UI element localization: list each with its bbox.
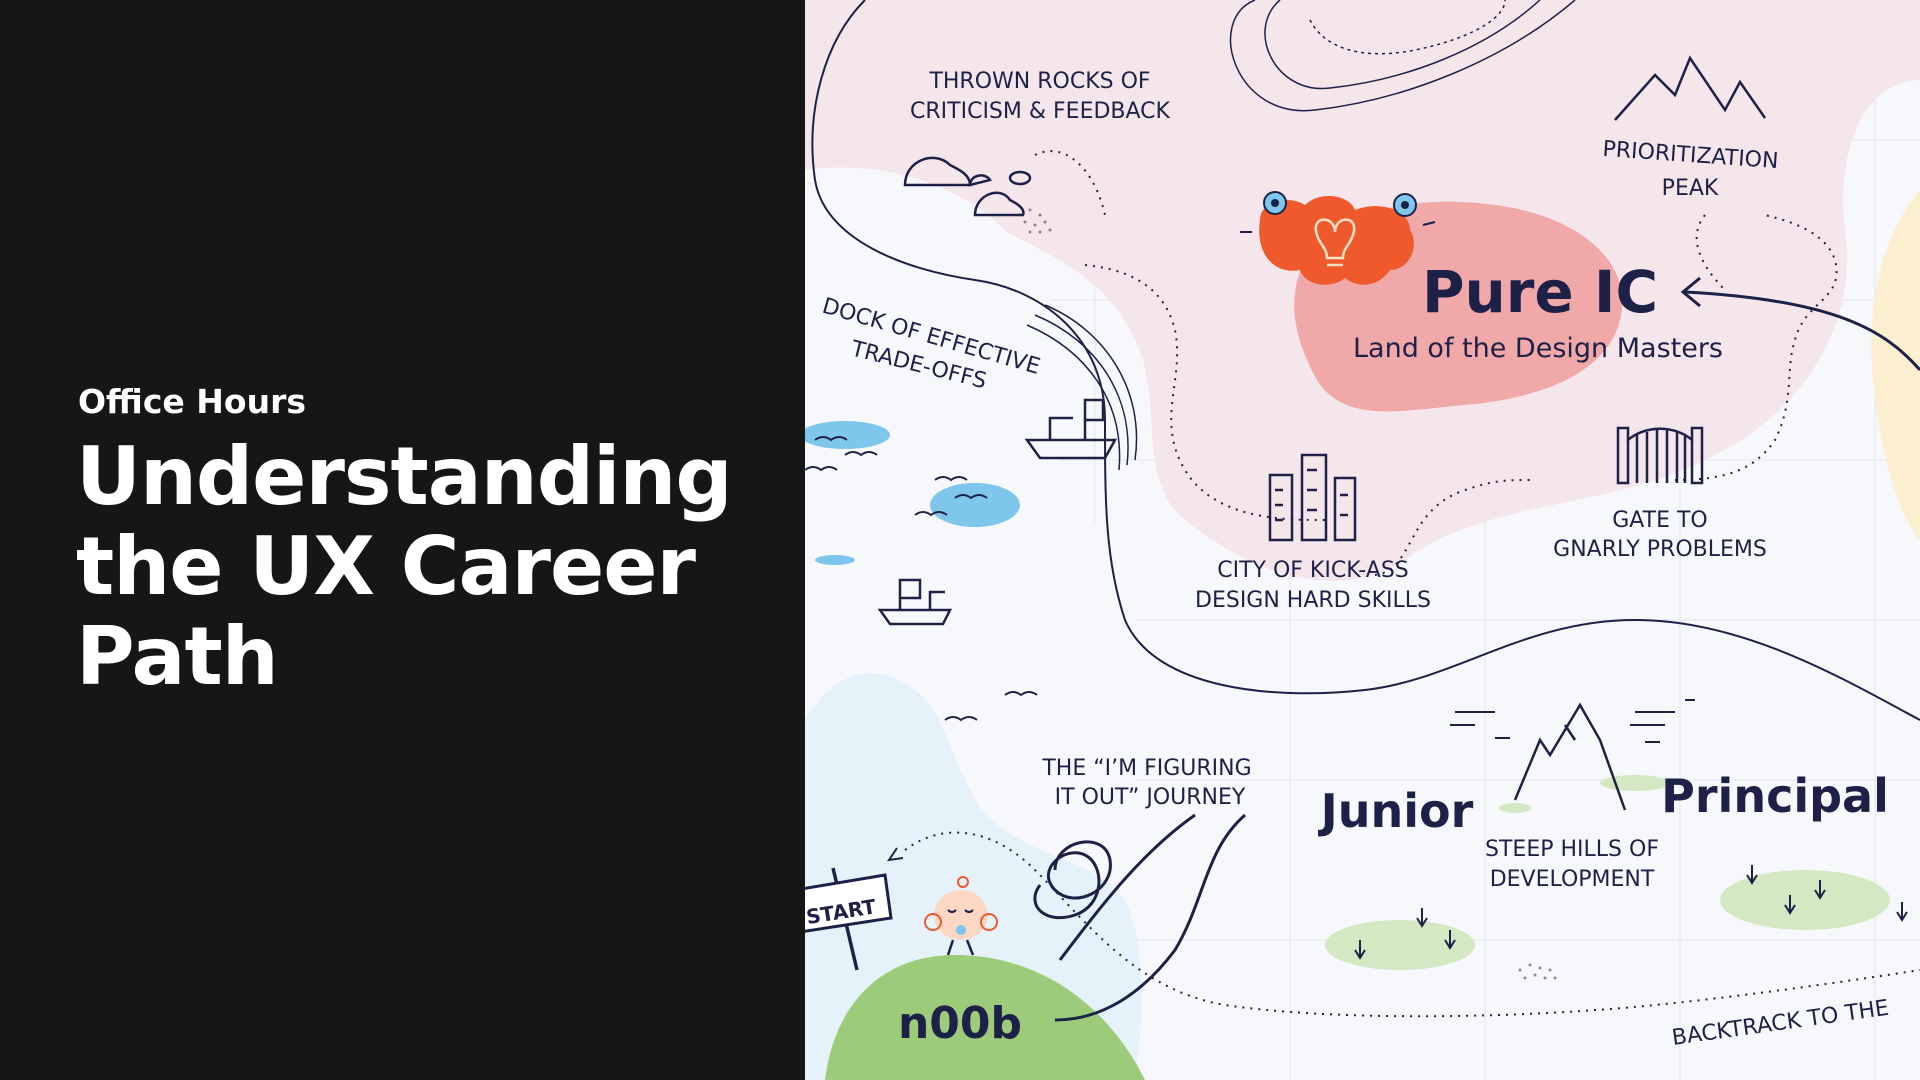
label-thrown-rocks-2: CRITICISM & FEEDBACK	[910, 99, 1171, 124]
cream-region	[1871, 190, 1920, 540]
slide-title-panel: Office Hours Understanding the UX Career…	[0, 0, 805, 1080]
label-steep-hills-1: STEEP HILLS OF	[1485, 837, 1659, 862]
label-city-1: CITY OF KICK-ASS	[1217, 558, 1409, 583]
label-figuring-2: IT OUT” JOURNEY	[1055, 785, 1246, 810]
brain-mascot-icon	[1240, 191, 1436, 285]
ship-icon-1	[1024, 398, 1118, 460]
baby-mascot-icon	[924, 876, 998, 956]
label-steep-hills-2: DEVELOPMENT	[1490, 867, 1655, 892]
title-line-3: Path	[76, 610, 279, 703]
label-pure-ic-sub: Land of the Design Masters	[1353, 333, 1723, 364]
wave-marks	[805, 436, 1038, 722]
label-figuring-1: THE “I’M FIGURING	[1041, 756, 1251, 781]
city-buildings-icon	[1268, 453, 1357, 542]
title-line-2: the UX Career	[76, 520, 696, 613]
dotted-right-path	[1674, 214, 1838, 481]
dot-texture-bottom	[1518, 963, 1557, 980]
ship-icon-2	[877, 578, 953, 626]
slide-title: Understanding the UX Career Path	[76, 432, 776, 702]
label-prioritization-2: PEAK	[1662, 176, 1719, 201]
label-junior: Junior	[1318, 784, 1474, 838]
figuring-it-out-squiggle	[1033, 813, 1246, 1022]
label-city-2: DESIGN HARD SKILLS	[1195, 588, 1431, 613]
arrow-to-pure-ic	[1680, 276, 1920, 371]
label-backtrack: BACKTRACK TO THE	[1670, 996, 1890, 1051]
rocks-icon	[903, 156, 1032, 217]
noob-green-hill	[825, 955, 1145, 1080]
label-thrown-rocks-1: THROWN ROCKS OF	[928, 69, 1150, 94]
water-patches	[805, 421, 1020, 565]
label-gate-2: GNARLY PROBLEMS	[1553, 537, 1767, 562]
river-line	[811, 0, 1920, 721]
contour-lines	[1229, 0, 1576, 112]
eyebrow-label: Office Hours	[78, 382, 306, 421]
rocks-dot-texture	[1018, 208, 1052, 234]
motion-lines	[1450, 699, 1695, 743]
start-sign-icon	[805, 867, 893, 971]
dock-lines	[1026, 304, 1138, 471]
title-line-1: Understanding	[76, 430, 733, 523]
down-arrow-marks	[1354, 865, 1908, 960]
gate-icon	[1616, 426, 1704, 485]
career-map-illustration: START THROWN ROCKS OF CRITICISM & FEEDBA…	[805, 0, 1920, 1080]
career-map-svg: START THROWN ROCKS OF CRITICISM & FEEDBA…	[805, 0, 1920, 1080]
label-pure-ic: Pure IC	[1422, 258, 1658, 326]
prioritization-peak-icon	[1614, 55, 1767, 121]
steep-hills-icon	[1513, 702, 1627, 811]
label-principal: Principal	[1661, 769, 1889, 823]
label-gate-1: GATE TO	[1612, 508, 1707, 533]
label-noob: n00b	[898, 998, 1022, 1049]
start-arrow-head	[886, 847, 904, 862]
